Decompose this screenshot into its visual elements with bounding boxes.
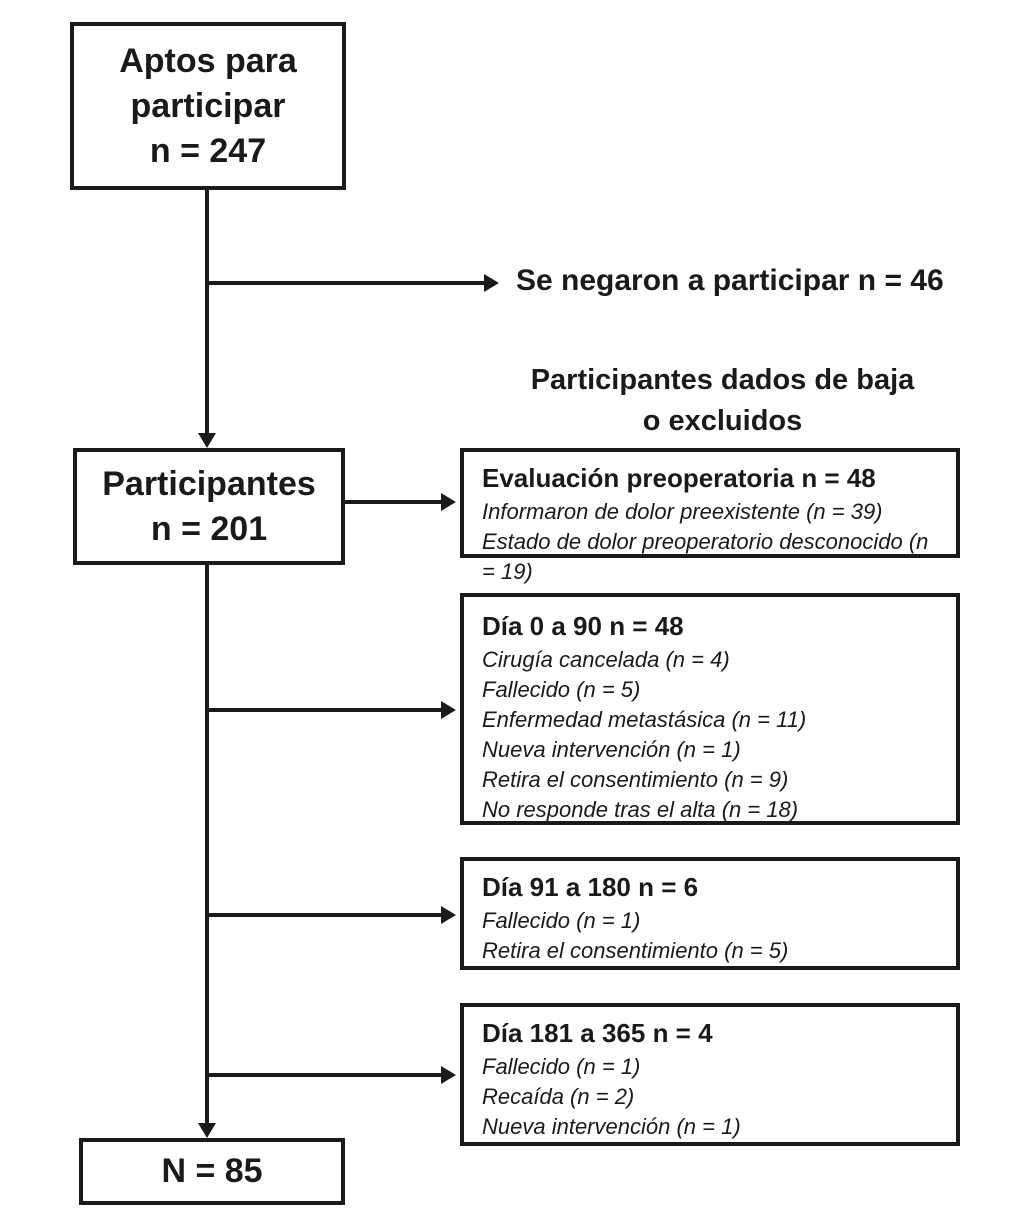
arrowhead-right-icon <box>441 906 456 924</box>
exclusion-item: Nueva intervención (n = 1) <box>482 737 741 762</box>
exclusion-box-day91-180: Día 91 a 180 n = 6 Fallecido (n = 1) Ret… <box>460 857 960 970</box>
withdrawn-header-line1: Participantes dados de baja <box>530 364 915 396</box>
withdrawn-header-line2: o excluidos <box>642 405 803 437</box>
arrowhead-right-icon <box>441 701 456 719</box>
exclusion-item: No responde tras el alta (n = 18) <box>482 797 799 822</box>
eligible-line2: participar <box>130 86 286 125</box>
connector-exclusion-1 <box>207 708 444 712</box>
exclusion-item: Recaída (n = 2) <box>482 1084 635 1109</box>
final-label: N = 85 <box>161 1152 263 1190</box>
exclusion-item: Retira el consentimiento (n = 9) <box>482 767 789 792</box>
arrowhead-right-icon <box>441 493 456 511</box>
exclusion-item: Informaron de dolor preexistente (n = 39… <box>482 499 883 524</box>
exclusion-item: Fallecido (n = 5) <box>482 677 641 702</box>
exclusion-title: Día 91 a 180 n = 6 <box>482 872 699 902</box>
exclusion-item: Fallecido (n = 1) <box>482 908 641 933</box>
participants-line1: Participantes <box>102 464 316 503</box>
connector-exclusion-2 <box>207 913 444 917</box>
exclusion-box-day0-90: Día 0 a 90 n = 48 Cirugía cancelada (n =… <box>460 593 960 825</box>
exclusion-item: Retira el consentimiento (n = 5) <box>482 938 789 963</box>
exclusion-box-day181-365: Día 181 a 365 n = 4 Fallecido (n = 1) Re… <box>460 1003 960 1146</box>
connector-exclusion-0 <box>345 500 444 504</box>
eligible-box: Aptos para participar n = 247 <box>70 22 346 190</box>
refused-label: Se negaron a participar n = 46 <box>516 264 944 297</box>
exclusion-item: Fallecido (n = 1) <box>482 1054 641 1079</box>
exclusion-title: Día 0 a 90 n = 48 <box>482 611 684 641</box>
connector-participants-to-final <box>205 565 209 1125</box>
exclusion-item: Estado de dolor preoperatorio desconocid… <box>482 529 929 584</box>
withdrawn-header: Participantes dados de baja o excluidos <box>460 360 985 442</box>
connector-refused <box>207 281 487 285</box>
exclusion-title: Evaluación preoperatoria n = 48 <box>482 463 876 493</box>
final-box: N = 85 <box>79 1138 345 1205</box>
exclusion-box-preop: Evaluación preoperatoria n = 48 Informar… <box>460 448 960 584</box>
arrowhead-down-icon <box>198 1123 216 1138</box>
exclusion-title: Día 181 a 365 n = 4 <box>482 1018 713 1048</box>
eligible-line3: n = 247 <box>149 131 267 170</box>
participants-box: Participantes n = 201 <box>73 448 345 565</box>
arrowhead-right-icon <box>484 274 499 292</box>
participants-line2: n = 201 <box>150 509 268 548</box>
eligible-line1: Aptos para <box>119 41 297 80</box>
arrowhead-down-icon <box>198 433 216 448</box>
exclusion-item: Cirugía cancelada (n = 4) <box>482 647 730 672</box>
connector-exclusion-3 <box>207 1073 444 1077</box>
connector-eligible-to-participants <box>205 190 209 435</box>
arrowhead-right-icon <box>441 1066 456 1084</box>
exclusion-item: Nueva intervención (n = 1) <box>482 1114 741 1139</box>
exclusion-item: Enfermedad metastásica (n = 11) <box>482 707 807 732</box>
